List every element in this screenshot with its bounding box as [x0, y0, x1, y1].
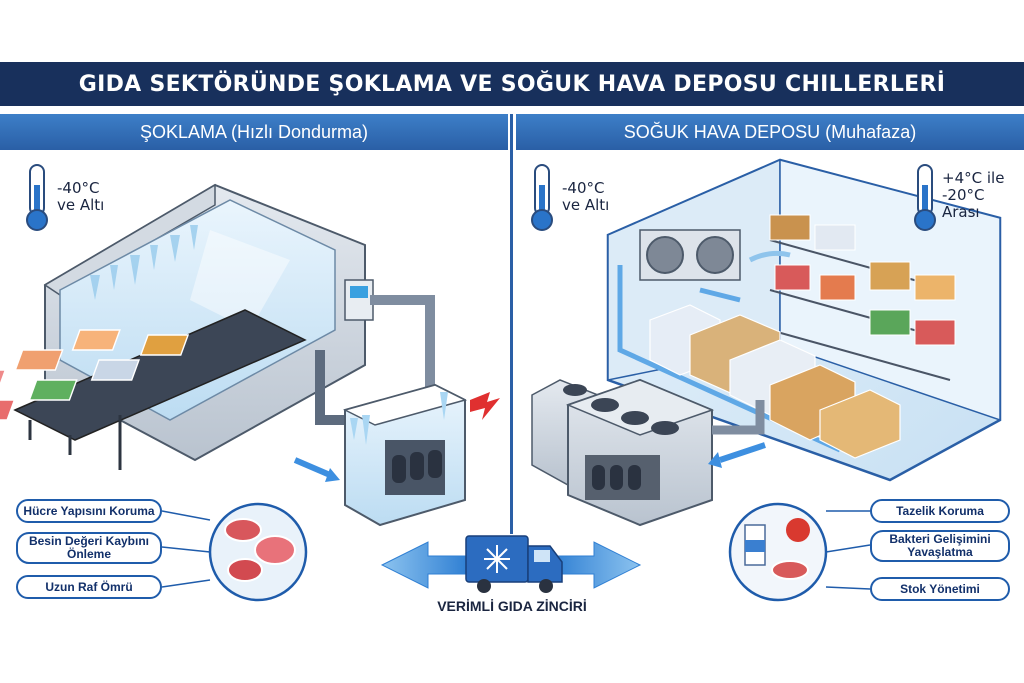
room-temp-lower: -20°C	[942, 186, 985, 204]
unit-temp-value: -40°C	[562, 179, 605, 197]
page-title: GIDA SEKTÖRÜNDE ŞOKLAMA VE SOĞUK HAVA DE…	[0, 62, 1024, 106]
benefit-stock-management: Stok Yönetimi	[870, 577, 1010, 601]
double-arrow-left	[380, 541, 469, 589]
illustration	[0, 158, 1002, 602]
storage-chiller-units	[531, 378, 766, 527]
benefit-nutrient-retention: Besin Değeri Kaybını Önleme	[16, 532, 162, 564]
cold-storage-room	[606, 158, 1002, 482]
left-section-header: ŞOKLAMA (Hızlı Dondurma)	[0, 114, 508, 150]
food-chain-label: VERİMLİ GIDA ZİNCİRİ	[437, 598, 587, 614]
room-temp-qualifier: Arası	[942, 203, 980, 221]
left-temp-label: -40°C ve Altı	[57, 180, 104, 214]
section-divider	[510, 114, 513, 534]
unit-temp-qualifier: ve Altı	[562, 196, 610, 214]
left-temp-value: -40°C	[57, 179, 100, 197]
room-temp-upper: +4°C ile	[942, 169, 1005, 187]
freezer-chiller-unit	[342, 383, 500, 527]
left-temp-qualifier: ve Altı	[57, 196, 105, 214]
unit-temp-label: -40°C ve Altı	[562, 180, 609, 214]
blast-freezer-tunnel	[0, 183, 435, 482]
benefit-cell-structure: Hücre Yapısını Koruma	[16, 499, 162, 523]
truck-icon	[465, 535, 563, 593]
room-temp-label: +4°C ile -20°C Arası	[942, 170, 1004, 221]
benefit-bacteria-slowdown: Bakteri Gelişimini Yavaşlatma	[870, 530, 1010, 562]
benefit-shelf-life: Uzun Raf Ömrü	[16, 575, 162, 599]
right-section-header: SOĞUK HAVA DEPOSU (Muhafaza)	[516, 114, 1024, 150]
thermometer-icon-right-unit	[531, 164, 553, 231]
fresh-food-illustration	[728, 502, 871, 602]
thermometer-icon-right-room	[914, 164, 936, 231]
double-arrow-right	[551, 541, 642, 589]
benefit-freshness: Tazelik Koruma	[870, 499, 1010, 523]
thermometer-icon-left	[26, 164, 48, 231]
frozen-meat-illustration	[161, 502, 308, 602]
